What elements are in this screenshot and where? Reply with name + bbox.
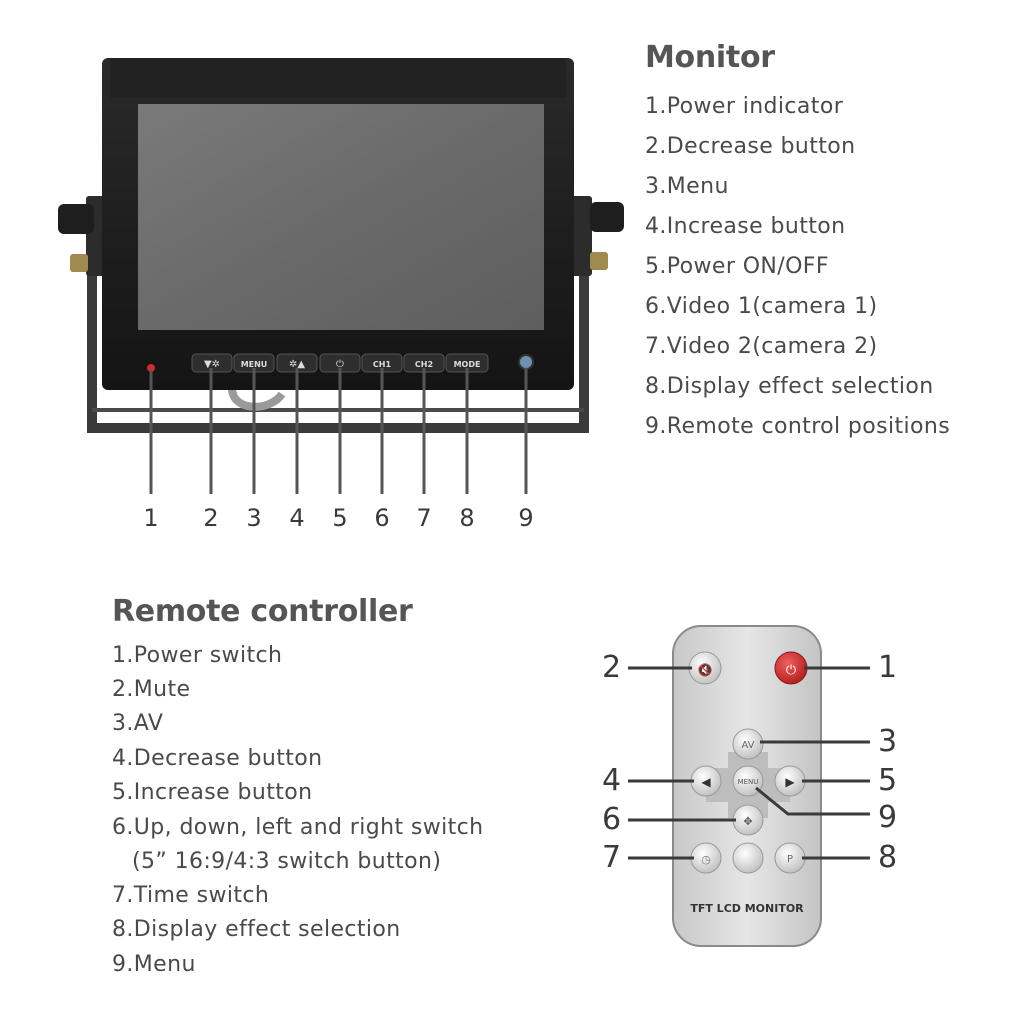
monitor-legend-item: 3.Menu <box>645 174 729 199</box>
monitor-callout-number: 9 <box>518 504 534 532</box>
monitor-legend-item: 8.Display effect selection <box>645 374 934 399</box>
remote-model-label: TFT LCD MONITOR <box>690 902 804 915</box>
monitor-legend-item: 4.Increase button <box>645 214 846 239</box>
remote-legend-item: (5” 16:9/4:3 switch button) <box>132 849 442 874</box>
remote-callout-number: 8 <box>878 840 898 875</box>
menu-button <box>732 765 764 797</box>
p-button-label: P <box>787 854 793 865</box>
monitor-callout-number: 5 <box>332 504 348 532</box>
monitor-ch2-label: CH2 <box>415 360 433 369</box>
monitor-callout-number: 4 <box>289 504 305 532</box>
remote-legend-item: 1.Power switch <box>112 643 283 668</box>
svg-text:✥: ✥ <box>743 815 752 828</box>
remote-legend-item: 9.Menu <box>112 952 196 977</box>
monitor-callout-number: 6 <box>374 504 390 532</box>
blank-button <box>732 842 764 874</box>
right-knob <box>590 202 624 270</box>
av-button-label: AV <box>741 740 754 751</box>
remote-legend-item: 2.Mute <box>112 677 191 702</box>
ir-receiver <box>518 354 534 370</box>
monitor-legend-item: 6.Video 1(camera 1) <box>645 294 878 319</box>
svg-text:⏻: ⏻ <box>336 359 344 370</box>
monitor-callout-lines <box>149 368 528 494</box>
monitor-legend-item: 7.Video 2(camera 2) <box>645 334 878 359</box>
remote-callout-number: 9 <box>878 800 898 835</box>
remote-legend-item: 8.Display effect selection <box>112 917 401 942</box>
monitor-legend-item: 2.Decrease button <box>645 134 856 159</box>
monitor-legend-item: 5.Power ON/OFF <box>645 254 829 279</box>
svg-text:⏻: ⏻ <box>786 663 796 678</box>
svg-text:◷: ◷ <box>701 853 711 866</box>
remote-callout-number: 7 <box>602 840 622 875</box>
remote-illustration: 🔇 ⏻ AV ◀ MENU ▶ ✥ ◷ P TFT LCD MONITOR <box>672 625 822 947</box>
svg-text:▼✲: ▼✲ <box>204 359 220 370</box>
remote-callout-number: 5 <box>878 763 898 798</box>
monitor-callout-number: 2 <box>203 504 219 532</box>
monitor-ch1-label: CH1 <box>373 360 392 369</box>
menu-button-label: MENU <box>738 778 759 786</box>
power-indicator-led <box>147 364 155 372</box>
monitor-menu-label: MENU <box>241 360 268 369</box>
svg-text:✲▲: ✲▲ <box>289 359 305 370</box>
monitor-heading: Monitor <box>645 40 775 75</box>
monitor-legend-item: 9.Remote control positions <box>645 414 951 439</box>
monitor-screen <box>138 104 544 330</box>
remote-callout-number: 2 <box>602 650 622 685</box>
remote-callout-number: 6 <box>602 802 622 837</box>
monitor-callout-number: 1 <box>143 504 159 532</box>
remote-callout-lines <box>628 666 870 860</box>
remote-legend-item: 3.AV <box>112 711 164 736</box>
svg-text:▶: ▶ <box>785 775 795 789</box>
remote-heading: Remote controller <box>112 594 413 629</box>
monitor-buttons: ▼✲ MENU ✲▲ ⏻ CH1 CH2 MODE <box>147 353 534 373</box>
remote-legend-item: 4.Decrease button <box>112 746 323 771</box>
monitor-mode-label: MODE <box>454 360 481 369</box>
mount-bracket <box>86 196 592 433</box>
remote-legend-item: 5.Increase button <box>112 780 313 805</box>
remote-callout-number: 3 <box>878 724 898 759</box>
left-knob <box>58 204 94 272</box>
remote-legend-item: 6.Up, down, left and right switch <box>112 815 484 840</box>
remote-callout-number: 4 <box>602 763 622 798</box>
cable <box>228 387 286 411</box>
monitor-callout-number: 3 <box>246 504 262 532</box>
monitor-callout-number: 7 <box>416 504 432 532</box>
remote-callout-number: 1 <box>878 650 898 685</box>
remote-legend-item: 7.Time switch <box>112 883 270 908</box>
svg-text:🔇: 🔇 <box>698 663 713 677</box>
av-button <box>732 728 764 760</box>
monitor-callout-number: 8 <box>459 504 475 532</box>
svg-text:◀: ◀ <box>701 775 711 789</box>
monitor-legend-item: 1.Power indicator <box>645 94 844 119</box>
